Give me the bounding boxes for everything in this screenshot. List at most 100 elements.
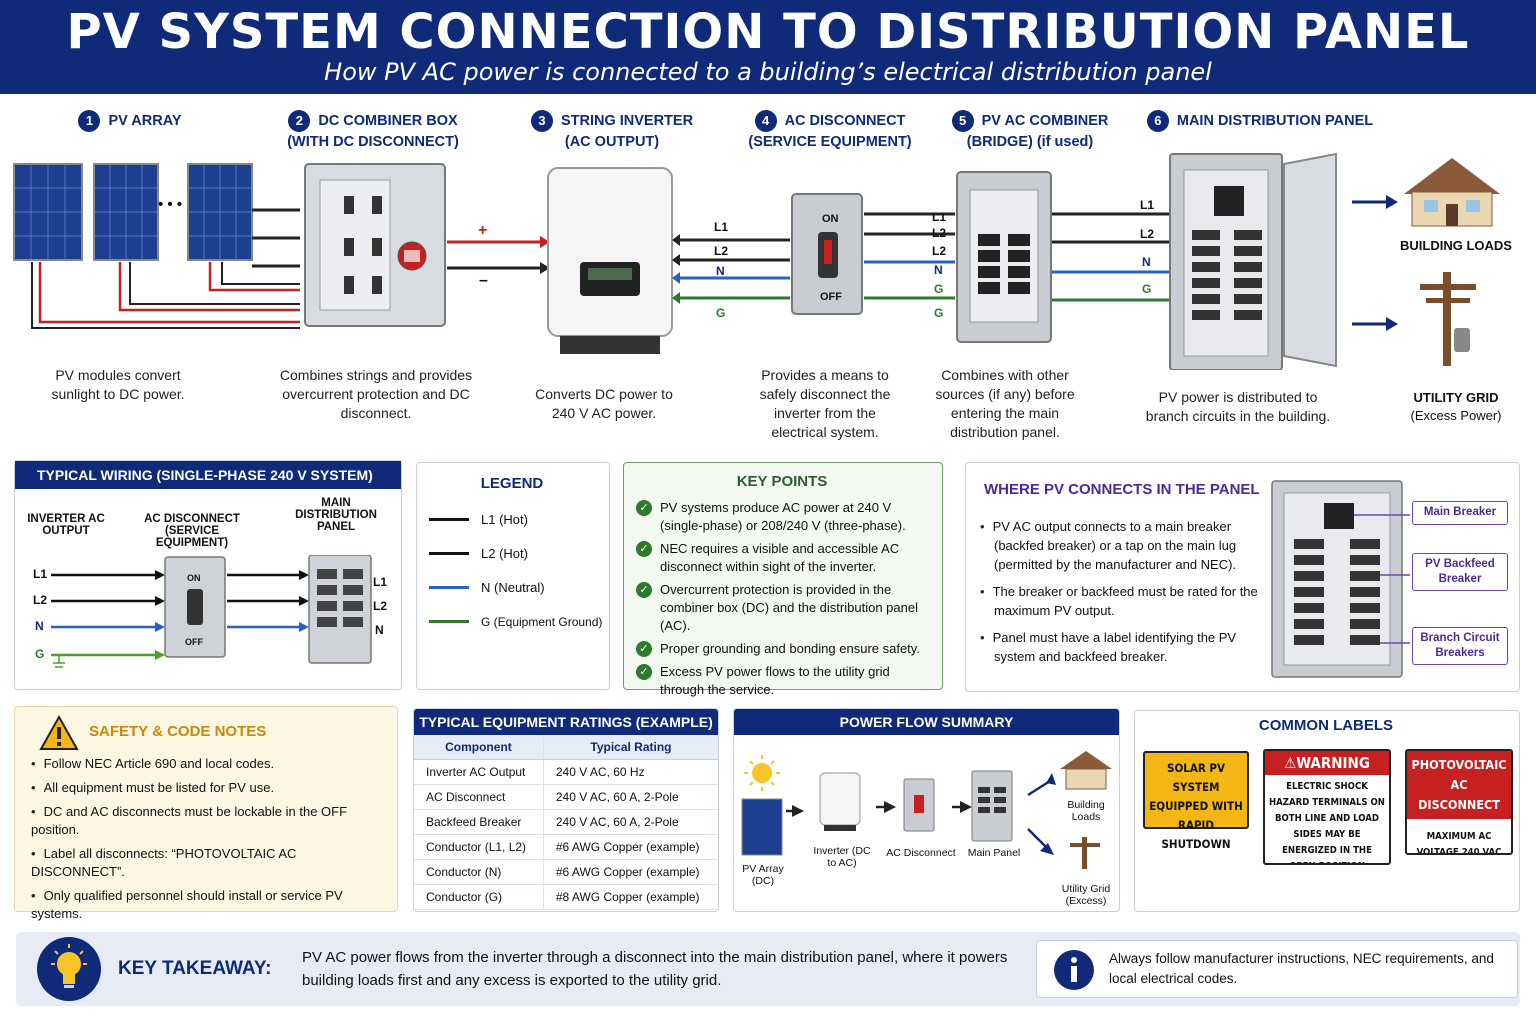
ratings-panel: TYPICAL EQUIPMENT RATINGS (EXAMPLE) Comp…: [413, 708, 719, 912]
pf-building-label: Building Loads: [1067, 799, 1105, 823]
inverter-small-icon: [819, 772, 861, 826]
step-2-heading: 2 DC COMBINER BOX (WITH DC DISCONNECT): [268, 110, 478, 152]
house-small-icon: [1060, 751, 1112, 790]
callout-branch-breakers: Branch Circuit Breakers: [1412, 627, 1508, 665]
step-1-title: PV ARRAY: [108, 113, 182, 129]
wiring-col-panel: MAIN DISTRIBUTION PANEL: [295, 497, 377, 533]
safety-item: All equipment must be listed for PV use.: [31, 779, 393, 797]
tw-off-label: OFF: [185, 637, 203, 647]
warning-label-body: ELECTRIC SHOCK HAZARD TERMINALS ON BOTH …: [1269, 781, 1385, 863]
rapid-shutdown-label: SOLAR PV SYSTEM EQUIPPED WITH RAPID SHUT…: [1143, 751, 1249, 851]
combiner-l1-label: L1: [932, 210, 947, 224]
check-icon: ✓: [636, 541, 652, 557]
tw-panel-l1-label: L1: [373, 575, 388, 589]
warning-triangle-icon: [39, 715, 79, 750]
key-point-item: ✓Proper grounding and bonding ensure saf…: [636, 640, 934, 658]
where-pv-item: Panel must have a label identifying the …: [980, 628, 1264, 666]
key-points-panel: KEY POINTS ✓PV systems produce AC power …: [623, 462, 943, 697]
pv-disconnect-label-head: PHOTOVOLTAIC AC DISCONNECT: [1407, 751, 1511, 819]
sun-icon: [744, 755, 780, 791]
panel-detail-icon: [1271, 480, 1410, 678]
panel-g-label: G: [1142, 282, 1152, 296]
key-takeaway-bar: KEY TAKEAWAY: PV AC power flows from the…: [16, 932, 1520, 1006]
pf-disconnect-label: AC Disconnect: [886, 847, 956, 859]
step-2-description: Combines strings and provides overcurren…: [279, 367, 473, 421]
legend-swatch-l1: [429, 518, 469, 522]
step-3-title: STRING INVERTER: [560, 113, 694, 129]
ratings-header-component: Component: [414, 735, 544, 760]
house-icon: [1404, 158, 1500, 227]
pv-ac-combiner-icon: [956, 171, 1052, 343]
key-point-item: ✓Overcurrent protection is provided in t…: [636, 581, 934, 635]
step-6-number: 6: [1146, 110, 1169, 132]
step-2-title2: (WITH DC DISCONNECT): [287, 134, 459, 150]
step-5-number: 5: [951, 110, 974, 132]
tw-g-label: G: [35, 647, 45, 661]
step-5-title: PV AC COMBINER: [981, 113, 1109, 129]
step-2-title: DC COMBINER BOX: [318, 113, 458, 129]
typical-wiring-title: TYPICAL WIRING (SINGLE-PHASE 240 V SYSTE…: [15, 461, 401, 489]
legend-item-l2: L2 (Hot): [429, 545, 528, 563]
pv-array-icon: [13, 163, 300, 329]
key-point-item: ✓Excess PV power flows to the utility gr…: [636, 663, 934, 699]
step-5-heading: 5 PV AC COMBINER (BRIDGE) (if used): [940, 110, 1120, 152]
combiner-g2-label: G: [934, 306, 944, 320]
common-labels-title: COMMON LABELS: [1258, 717, 1394, 734]
page-title: PV SYSTEM CONNECTION TO DISTRIBUTION PAN…: [66, 4, 1470, 60]
panel-l1-label: L1: [1140, 198, 1155, 212]
step-2-number: 2: [288, 110, 311, 132]
header-bar: [0, 0, 1536, 94]
pf-inverter-label: Inverter (DC to AC): [813, 845, 871, 869]
where-pv-list: PV AC output connects to a main breaker …: [980, 517, 1264, 672]
pf-grid-label: Utility Grid (Excess): [1061, 883, 1111, 907]
utility-grid-label: UTILITY GRID: [1413, 390, 1499, 405]
reminder-text: Always follow manufacturer instructions,…: [1109, 951, 1494, 986]
dc-combiner-box-icon: [304, 163, 446, 327]
string-inverter-icon: [547, 167, 673, 354]
tw-n-label: N: [35, 619, 44, 633]
warning-label: ⚠WARNING ELECTRIC SHOCK HAZARD TERMINALS…: [1263, 749, 1391, 865]
pv-disconnect-label: PHOTOVOLTAIC AC DISCONNECT MAXIMUM AC VO…: [1405, 749, 1513, 855]
tw-l1-label: L1: [33, 567, 48, 581]
check-icon: ✓: [636, 582, 652, 598]
combiner-n-label: N: [934, 263, 943, 277]
key-takeaway-text: PV AC power flows from the inverter thro…: [302, 949, 1008, 989]
pf-pv-array-label: PV Array (DC): [742, 863, 784, 887]
info-icon: [1054, 950, 1094, 990]
key-takeaway-title: KEY TAKEAWAY:: [118, 958, 272, 979]
pf-main-panel-label: Main Panel: [967, 847, 1021, 859]
tw-l2-label: L2: [33, 593, 48, 607]
pole-small-icon: [1070, 837, 1100, 869]
tw-panel-n-label: N: [375, 623, 384, 637]
step-4-description: Provides a means to safely disconnect th…: [759, 367, 891, 440]
building-loads-label: BUILDING LOADS: [1400, 238, 1512, 253]
disconnect-off-label: OFF: [820, 291, 842, 303]
step-6-title: MAIN DISTRIBUTION PANEL: [1176, 113, 1374, 129]
utility-grid-sub-label: (Excess Power): [1410, 408, 1502, 423]
typical-wiring-diagram: [51, 555, 372, 668]
legend-swatch-n: [429, 586, 469, 590]
panel-l2-label: L2: [1140, 227, 1155, 241]
ac-disconnect-icon: [791, 193, 863, 315]
callout-pv-backfeed: PV Backfeed Breaker: [1412, 553, 1508, 591]
power-flow-panel: POWER FLOW SUMMARY PV Array (DC) Inverte…: [733, 708, 1120, 912]
key-point-item: ✓NEC requires a visible and accessible A…: [636, 540, 934, 576]
step-3-number: 3: [530, 110, 553, 132]
safety-item: Only qualified personnel should install …: [31, 887, 393, 923]
safety-item: Label all disconnects: “PHOTOVOLTAIC AC …: [31, 845, 393, 881]
wire-n-label: N: [716, 264, 725, 278]
panel-small-icon: [971, 770, 1013, 842]
table-row: Conductor (N)#6 AWG Copper (example): [414, 859, 718, 885]
common-labels-panel: COMMON LABELS SOLAR PV SYSTEM EQUIPPED W…: [1134, 710, 1520, 912]
check-icon: ✓: [636, 500, 652, 516]
panel-n-label: N: [1142, 255, 1151, 269]
safety-item: DC and AC disconnects must be lockable i…: [31, 803, 393, 839]
ratings-header-rating: Typical Rating: [542, 735, 718, 760]
step-5-title2: (BRIDGE) (if used): [966, 134, 1094, 150]
wiring-panel-icon: [308, 555, 372, 664]
where-pv-item: PV AC output connects to a main breaker …: [980, 517, 1264, 574]
